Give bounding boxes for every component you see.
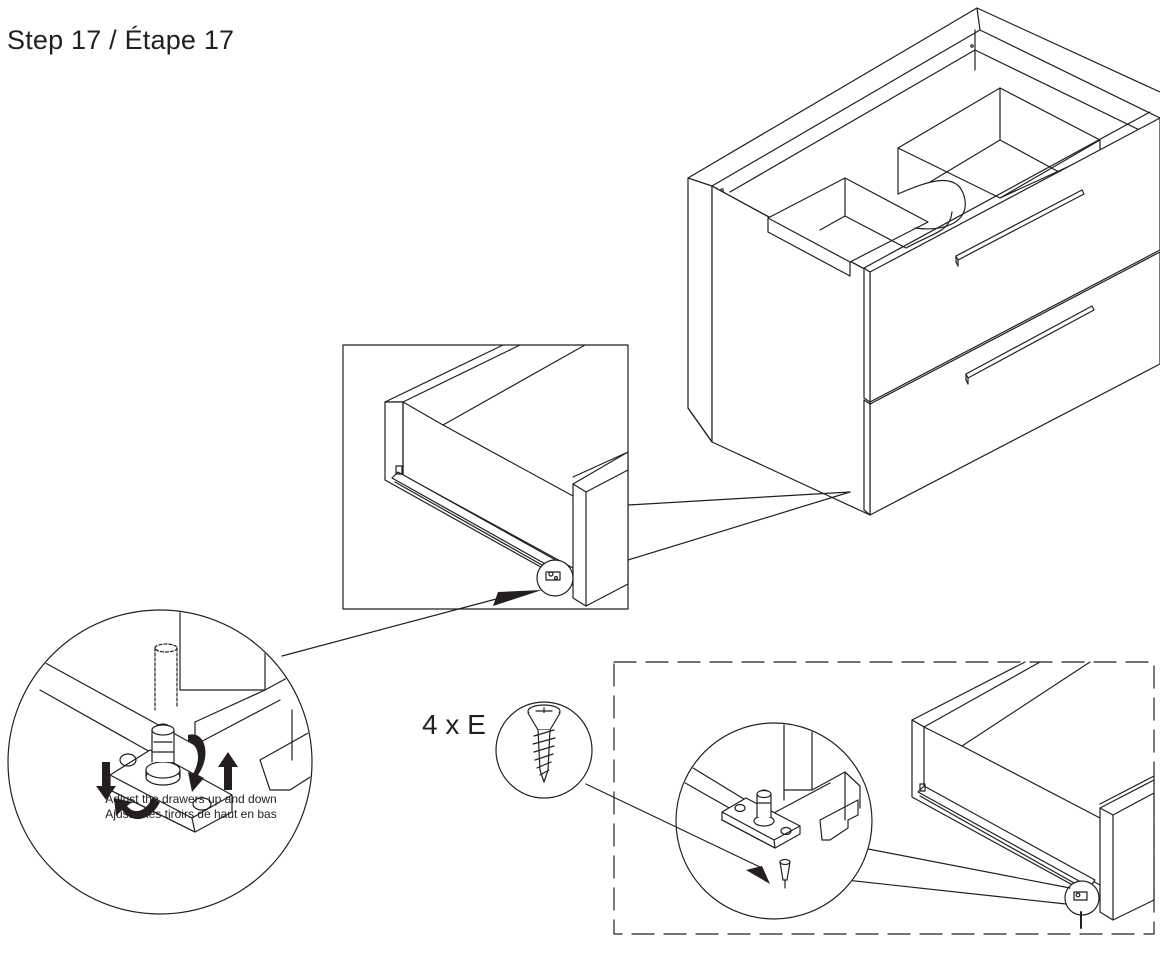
leader-line xyxy=(627,491,851,506)
dowel-hidden-outline xyxy=(154,643,178,711)
screw-install-detail xyxy=(675,722,873,920)
wood-screw-e-icon xyxy=(527,704,561,783)
cabinet-side-panel xyxy=(687,177,713,443)
detail-pointer-arrow xyxy=(281,590,542,657)
screw-insert-arrow-icon xyxy=(746,866,770,884)
panel-callout-circle xyxy=(1064,880,1100,916)
arrow-up-icon xyxy=(218,752,238,790)
vanity-cabinet xyxy=(687,7,1160,516)
small-screw-icon xyxy=(779,858,791,889)
adjuster-detail-view xyxy=(7,609,313,915)
step-title: Step 17 / Étape 17 xyxy=(7,25,235,55)
height-adjuster-screw xyxy=(145,723,181,786)
rotate-counterclockwise-icon xyxy=(114,798,160,820)
upper-drawer-front xyxy=(863,111,1160,403)
leader-line xyxy=(627,491,851,561)
upper-drawer-box xyxy=(767,87,1101,277)
panel-drawer-section xyxy=(911,661,1155,929)
hardware-e-callout xyxy=(495,701,593,799)
adjust-direction-arrows xyxy=(96,734,238,820)
rotate-clockwise-icon xyxy=(188,734,206,792)
upper-drawer-handle xyxy=(955,189,1085,267)
instruction-french: Ajuster les tiroirs de haut en bas xyxy=(105,807,277,821)
instruction-english: Adjust the drawers up and down xyxy=(105,792,277,806)
drawer-detail-view xyxy=(342,344,629,610)
installation-detail-panel xyxy=(495,661,1155,935)
lower-drawer-front xyxy=(863,251,1160,516)
lower-drawer-handle xyxy=(965,305,1095,385)
hardware-quantity-label: 4 x E xyxy=(422,709,486,740)
arrow-down-icon xyxy=(96,762,116,800)
